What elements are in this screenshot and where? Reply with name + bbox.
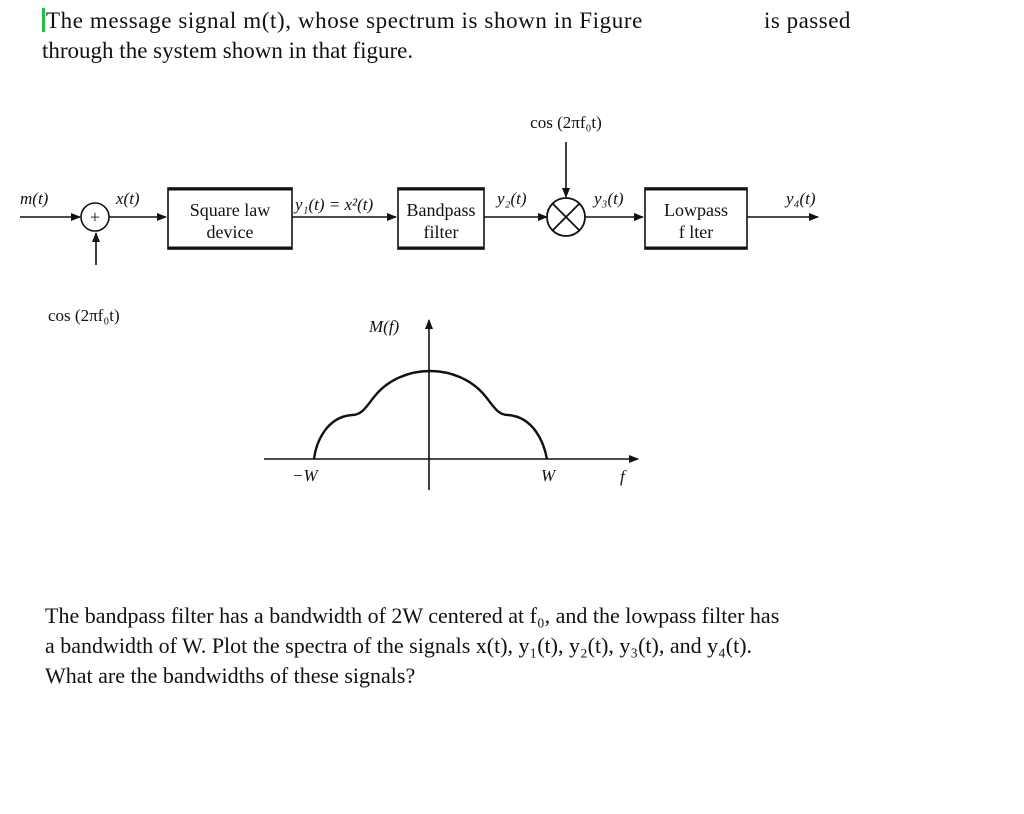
problem-intro: The message signal m(t), whose spectrum … [42,6,702,66]
lowpass-label-1: Lowpass [664,200,728,220]
y4-label: y₄(t) [784,189,816,208]
adder-output-label-x: x(t) [115,189,140,208]
question-line-1: The bandpass filter has a bandwidth of 2… [45,603,780,628]
problem-question: The bandpass filter has a bandwidth of 2… [45,601,905,691]
message-spectrum-plot: M(f) −W W f [264,317,639,490]
adder-plus-symbol: + [90,207,100,227]
question-line-3: What are the bandwidths of these signals… [45,663,416,688]
intro-line-2: through the system shown in that figure. [42,38,414,63]
y3-label: y₃(t) [592,189,624,208]
spectrum-curve [312,369,549,460]
y2-label: y₂(t) [495,189,527,208]
spectrum-title-M: M(f) [368,317,400,336]
square-law-label-2: device [207,222,254,242]
system-block-diagram: m(t) + x(t) Square law device y₁(t) = x²… [20,113,819,265]
lowpass-label-2: f lter [679,222,713,242]
adder-carrier-label: cos (2πf₀t) [48,306,120,325]
axis-label-f: f [620,467,627,486]
bandpass-label-2: filter [424,222,459,242]
tick-label-minus-W: −W [292,466,319,485]
question-line-2: a bandwidth of W. Plot the spectra of th… [45,633,753,658]
intro-line-1: The message signal m(t), whose spectrum … [42,6,702,36]
square-law-label-1: Square law [190,200,270,220]
text-cursor [42,8,45,32]
mixer-carrier-label: cos (2πf₀t) [530,113,602,132]
bandpass-label-1: Bandpass [407,200,476,220]
adder-carrier-label-area: cos (2πf₀t) [48,306,120,325]
y1-label: y₁(t) = x²(t) [293,195,373,214]
tick-label-W: W [541,466,557,485]
intro-line-1-tail: is passed [764,8,851,33]
input-label-m: m(t) [20,189,49,208]
